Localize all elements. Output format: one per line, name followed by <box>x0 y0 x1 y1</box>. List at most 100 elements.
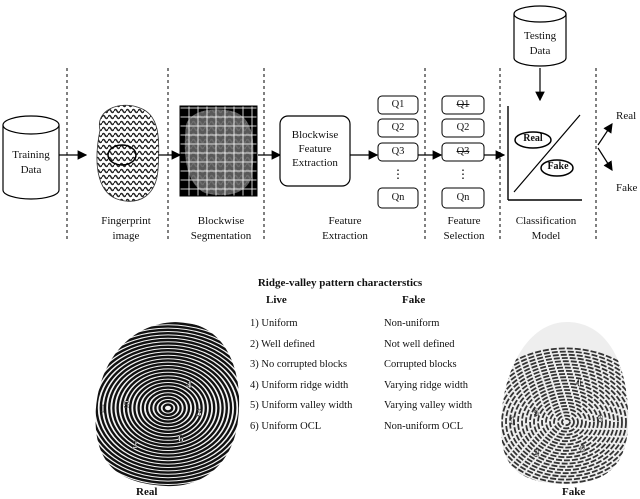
segmentation-image <box>179 105 258 197</box>
fake-marker: 1 <box>510 416 515 427</box>
fake-marker: 2 <box>534 448 539 459</box>
ridge-line <box>141 386 195 430</box>
ridge-line <box>501 350 629 484</box>
ridge-line <box>533 395 599 449</box>
feature-label-1: Q1 <box>391 99 405 110</box>
fingerprint-caption: Fingerprint image <box>101 215 151 242</box>
ridge-line <box>505 373 627 471</box>
extraction-box <box>279 115 351 187</box>
real-marker: 1 <box>100 403 106 415</box>
selection-label-1: Q1 <box>456 99 470 110</box>
real-marker: 5 <box>124 399 130 411</box>
ridge-line <box>95 321 240 487</box>
fake-marker: 5 <box>534 408 539 419</box>
class-fake-label: Fake <box>547 161 569 172</box>
ridge-line <box>154 396 182 420</box>
selection-boxes <box>441 95 485 209</box>
feature-box-q2 <box>377 118 419 138</box>
fake-marker: 3 <box>598 414 603 425</box>
ridge-line <box>116 366 220 450</box>
ridge-line <box>95 328 240 487</box>
fake-marker: 6 <box>580 444 585 455</box>
ridge-line <box>501 357 629 484</box>
arrow-model-to-fake <box>597 147 613 172</box>
feature-label-3: Q3 <box>391 146 405 157</box>
ridge-line <box>95 349 240 467</box>
feature-boxes <box>377 95 419 209</box>
ridge-line <box>95 342 240 474</box>
ridge-line <box>561 417 571 427</box>
feature-box-q1 <box>377 95 419 115</box>
ridge-line <box>133 379 203 437</box>
fake-characteristic: Corrupted blocks <box>384 359 457 370</box>
selection-label-2: Q2 <box>456 122 470 133</box>
col-fake-header: Fake <box>402 294 426 306</box>
fingerprint-image <box>96 104 160 202</box>
selection-box-q2 <box>441 118 485 138</box>
ridge-line <box>137 382 199 433</box>
ridge-line <box>513 379 619 465</box>
selection-box-qn <box>441 187 485 209</box>
ridge-line <box>103 355 233 461</box>
output-fake-label: Fake <box>616 182 638 194</box>
ridge-line <box>501 360 629 484</box>
fake-characteristic: Non-uniform OCL <box>384 420 464 432</box>
ridge-line <box>129 376 207 440</box>
ridge-line <box>112 362 224 454</box>
ridge-line <box>501 353 629 484</box>
ridge-line <box>545 405 587 439</box>
ridge-line <box>145 389 191 427</box>
ridge-line <box>95 338 240 478</box>
arrow-model-to-real <box>597 123 613 146</box>
testing-data-cylinder <box>513 5 567 67</box>
classification-plot <box>507 106 582 201</box>
fake-fingerprint: 1 2 3 4 5 6 <box>501 321 629 484</box>
ridge-line <box>162 403 174 413</box>
selection-label-3: Q3 <box>456 146 470 157</box>
real-marker: 2 <box>132 439 138 451</box>
segmentation-caption: Blockwise Segmentation <box>190 215 252 242</box>
feature-box-q3 <box>377 142 419 162</box>
ridge-line <box>529 392 603 452</box>
fake-characteristic: Non-uniform <box>384 318 440 329</box>
real-marker: 4 <box>186 379 192 391</box>
ridge-valley-title: Ridge-valley pattern characterstics <box>257 277 423 289</box>
fake-characteristic: Varying ridge width <box>384 379 468 391</box>
ridge-line <box>509 376 623 468</box>
feature-ellipsis: ⋮ <box>392 167 404 181</box>
ridge-line <box>541 401 591 443</box>
ridge-line <box>95 345 240 471</box>
ridge-line <box>549 408 583 436</box>
live-characteristic: 1) Uniform <box>250 318 298 329</box>
extraction-caption: Feature Extraction <box>322 215 368 242</box>
ridge-line <box>158 399 178 416</box>
pipeline-diagram: ⋮ ⋮ <box>2 5 613 240</box>
selection-box-q1 <box>441 95 485 115</box>
fake-characteristic: Not well defined <box>384 338 455 350</box>
feature-label-2: Q2 <box>391 122 405 133</box>
fake-caption: Fake <box>562 486 586 498</box>
live-characteristic: 5) Uniform valley width <box>250 400 353 411</box>
feature-box-qn <box>377 187 419 209</box>
ridge-line <box>95 331 240 485</box>
col-live-header: Live <box>266 294 287 306</box>
feature-label-4: Qn <box>391 192 405 203</box>
real-marker: 6 <box>178 433 184 445</box>
classification-caption: Classification Model <box>515 215 577 242</box>
real-marker: 3 <box>196 407 202 419</box>
live-characteristic: 6) Uniform OCL <box>250 420 322 432</box>
ridge-line <box>557 414 575 430</box>
ridge-line <box>99 352 237 464</box>
selection-box-q3 <box>441 142 485 162</box>
fake-marker: 4 <box>576 378 581 389</box>
ridge-line <box>108 359 228 457</box>
ridge-line <box>149 393 186 423</box>
ridge-line <box>501 366 629 478</box>
ridge-line <box>501 363 629 481</box>
selection-ellipsis: ⋮ <box>457 167 469 181</box>
ridge-line <box>553 411 579 433</box>
training-data-cylinder <box>2 115 60 200</box>
ridge-line <box>95 335 240 481</box>
training-data-label: Training Data <box>12 149 50 176</box>
fake-characteristic: Varying valley width <box>384 400 473 411</box>
